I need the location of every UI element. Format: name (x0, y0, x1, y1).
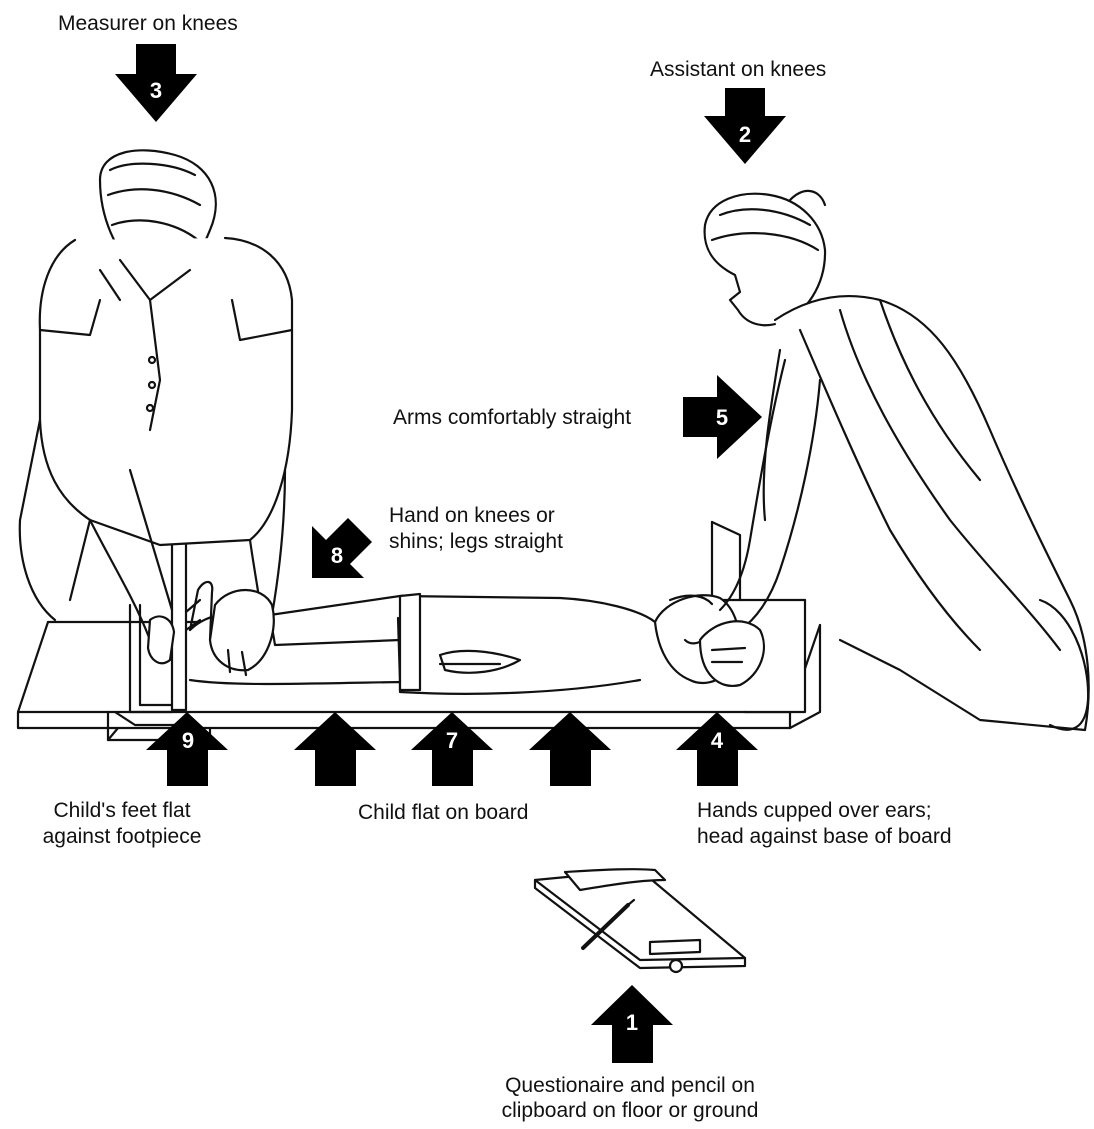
measurer-label: Measurer on knees (58, 10, 238, 37)
step-4-number: 4 (711, 728, 724, 753)
questionnaire-label-line-1: Questionaire and pencil on (470, 1072, 790, 1099)
arms-label: Arms comfortably straight (393, 404, 631, 431)
step-5-number: 5 (716, 405, 728, 430)
questionnaire-label-line-2: clipboard on floor or ground (470, 1097, 790, 1124)
step-8-number: 8 (331, 543, 343, 568)
step-5-arrow: 5 (683, 375, 762, 459)
step-2-number: 2 (739, 122, 751, 147)
feet-label-line-1: Child's feet flat (22, 797, 222, 824)
step-9-number: 9 (182, 728, 194, 753)
hands-label-line-2: head against base of board (697, 823, 952, 850)
feet-label-line-2: against footpiece (22, 823, 222, 850)
step-8-arrow: 8 (312, 518, 372, 578)
step-1-arrow: 1 (591, 985, 673, 1063)
measurer-figure (20, 150, 292, 675)
hands-label-line-1: Hands cupped over ears; (697, 797, 932, 824)
hand-label-line-1: Hand on knees or (389, 502, 555, 529)
child-flat-label: Child flat on board (358, 799, 528, 826)
step-1-number: 1 (626, 1010, 638, 1035)
clipboard (535, 869, 745, 972)
step-2-arrow: 2 (704, 88, 786, 164)
step-3-arrow: 3 (115, 44, 197, 122)
assistant-label: Assistant on knees (650, 56, 826, 83)
step-7-number: 7 (446, 728, 458, 753)
step-3-number: 3 (150, 78, 162, 103)
assistant-figure (700, 191, 1089, 730)
hand-label-line-2: shins; legs straight (389, 528, 563, 555)
